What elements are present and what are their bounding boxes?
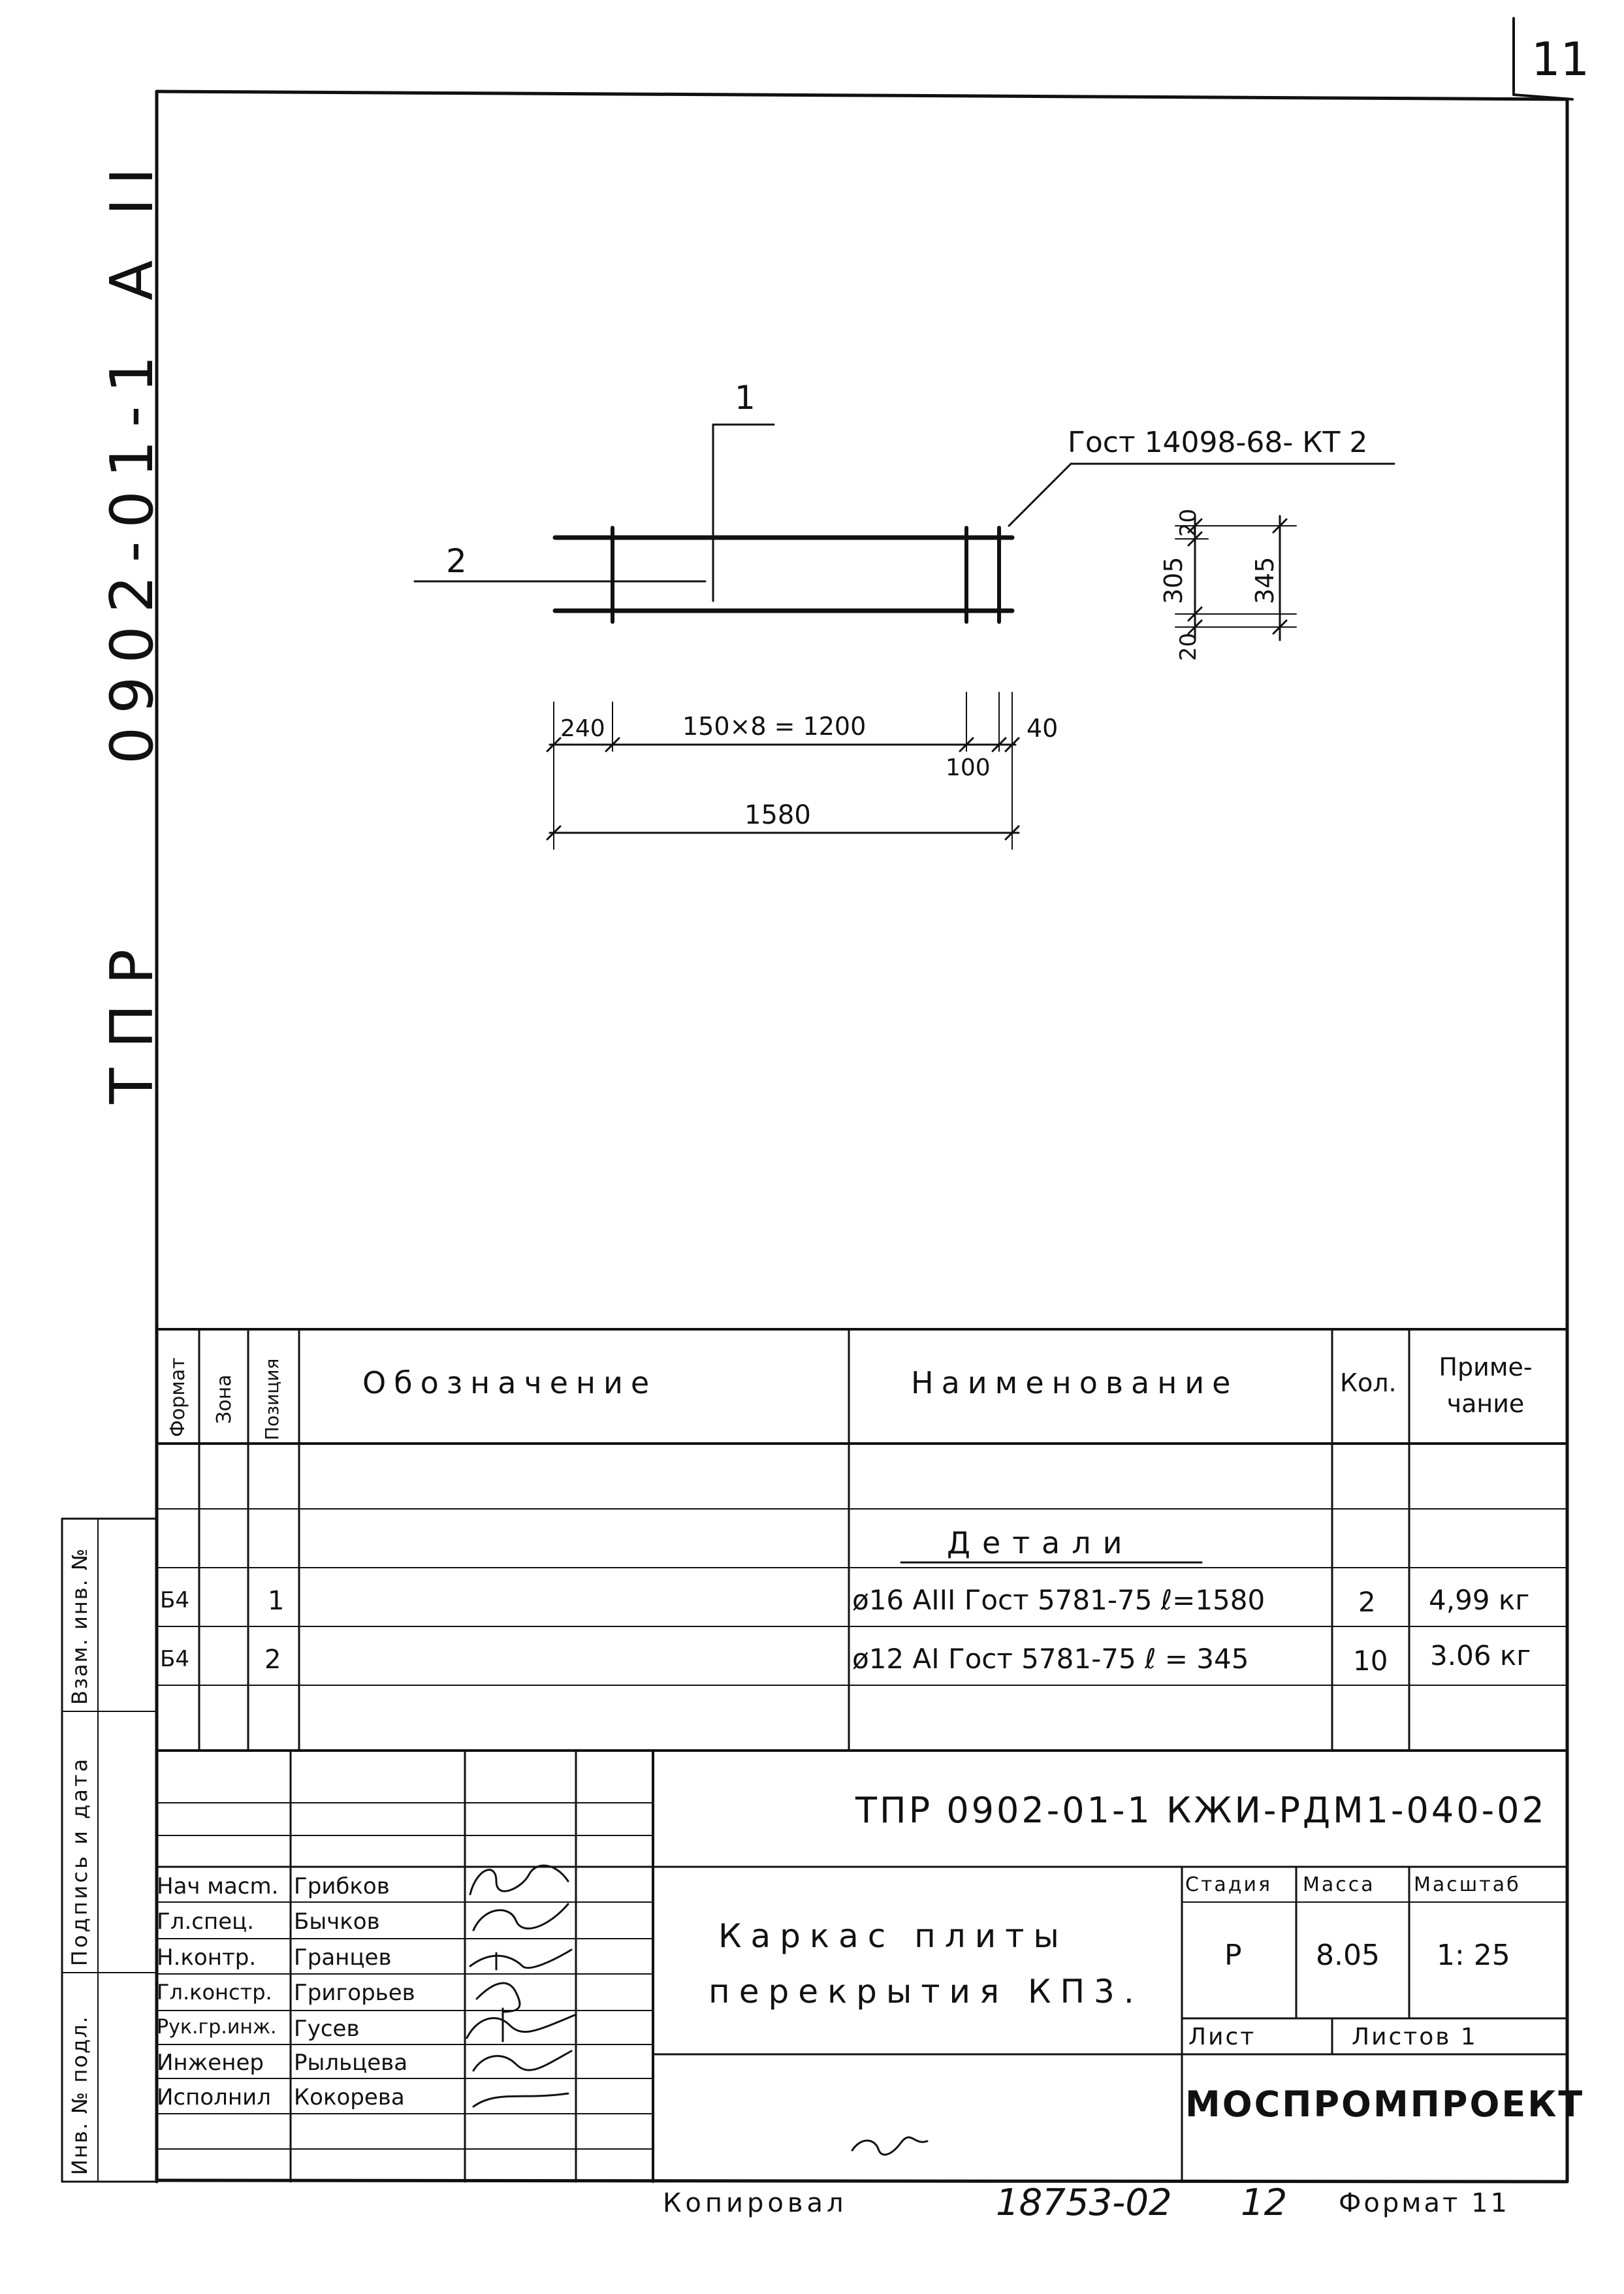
person-name-4: Григорьев xyxy=(294,1980,415,2006)
header-name: Наименование xyxy=(911,1365,1239,1400)
weld-spec: Гост 14098-68- КТ 2 xyxy=(1068,426,1368,459)
title-line2: перекрытия КП3. xyxy=(709,1973,1143,2011)
person-name-6: Рыльцева xyxy=(294,2050,408,2076)
sheet-number: 11 xyxy=(1531,33,1590,86)
person-role-2: Гл.спец. xyxy=(157,1909,255,1935)
document-code: ТПР 0902-01-1 КЖИ-РДМ1-040-02 xyxy=(855,1790,1547,1831)
row2-qty: 10 xyxy=(1353,1645,1388,1677)
scale-label: Масштаб xyxy=(1414,1873,1521,1896)
dim-40: 40 xyxy=(1027,714,1059,743)
footer-copied-number: 18753-02 xyxy=(996,2182,1172,2224)
footer-format: Формат 11 xyxy=(1339,2188,1510,2218)
footer-copied-label: Копировал xyxy=(663,2188,848,2218)
dim-150x8: 150×8 = 1200 xyxy=(682,712,867,741)
mass-value: 8.05 xyxy=(1316,1939,1380,1972)
callout-position-1: 1 xyxy=(735,379,756,417)
row1-position: 1 xyxy=(268,1586,285,1616)
person-role-4: Гл.констр. xyxy=(157,1980,272,2005)
stage-label: Стадия xyxy=(1185,1873,1273,1896)
person-name-2: Бычков xyxy=(294,1909,380,1935)
header-designation: Обозначение xyxy=(362,1365,658,1400)
stage-value: Р xyxy=(1224,1939,1242,1972)
section-title-details: Детали xyxy=(947,1525,1134,1560)
person-name-5: Гусев xyxy=(294,2016,360,2042)
row2-format: Б4 xyxy=(160,1646,189,1672)
scale-value: 1: 25 xyxy=(1437,1939,1510,1972)
row1-name: ø16 АIII Гост 5781-75 ℓ=1580 xyxy=(852,1584,1266,1616)
sheets-count-label: Листов 1 xyxy=(1352,2024,1478,2050)
person-name-7: Кокорева xyxy=(294,2084,405,2110)
dim-100: 100 xyxy=(946,754,991,781)
row1-note: 4,99 кг xyxy=(1429,1584,1530,1616)
row2-position: 2 xyxy=(264,1645,281,1675)
mass-label: Масса xyxy=(1303,1873,1375,1896)
row2-name: ø12 АI Гост 5781-75 ℓ = 345 xyxy=(852,1643,1249,1675)
title-line1: Каркас плиты xyxy=(718,1917,1068,1955)
person-role-7: Исполнил xyxy=(157,2084,271,2110)
person-name-3: Гранцев xyxy=(294,1945,392,1971)
person-name-1: Грибков xyxy=(294,1873,390,1899)
sheet-label: Лист xyxy=(1188,2024,1256,2050)
header-qty: Кол. xyxy=(1340,1368,1397,1397)
callout-position-2: 2 xyxy=(446,542,467,580)
organization-name: МОСПРОМПРОЕКТ xyxy=(1185,2084,1585,2125)
row1-qty: 2 xyxy=(1358,1586,1376,1618)
person-role-3: Н.контр. xyxy=(157,1945,257,1971)
person-role-1: Нач масm. xyxy=(157,1873,279,1899)
dim-1580: 1580 xyxy=(744,800,811,830)
person-role-6: Инженер xyxy=(157,2050,264,2076)
dim-240: 240 xyxy=(560,715,605,742)
person-role-5: Рук.гр.инж. xyxy=(157,2016,277,2039)
row1-format: Б4 xyxy=(160,1587,189,1613)
header-note: Приме-чание xyxy=(1439,1353,1533,1418)
row2-note: 3.06 кг xyxy=(1430,1640,1531,1672)
footer-copied-sheet: 12 xyxy=(1241,2182,1288,2224)
